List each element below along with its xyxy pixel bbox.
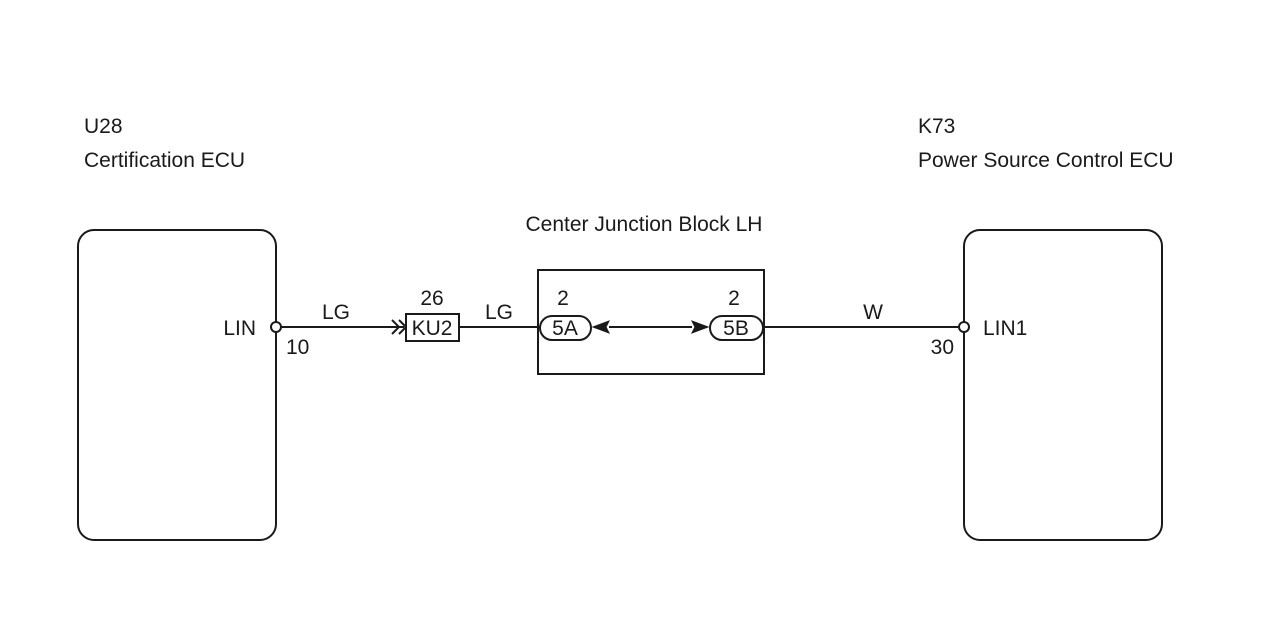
wire-color-3: W [863, 301, 883, 324]
connector-5b-label: 5B [723, 317, 749, 340]
left-component-name: Certification ECU [84, 149, 245, 172]
right-component-name: Power Source Control ECU [918, 149, 1174, 172]
left-pin-number: 10 [286, 336, 309, 359]
wire-color-1: LG [322, 301, 350, 324]
left-ecu-box [77, 229, 277, 541]
connector-5a [539, 315, 592, 341]
inline-connector-box [405, 313, 460, 342]
connector-5b-pin: 2 [728, 287, 740, 310]
right-ecu-box [963, 229, 1163, 541]
right-pin-terminal [958, 321, 970, 333]
inline-connector-name: KU2 [412, 317, 453, 340]
inline-connector-pin: 26 [420, 287, 443, 310]
right-pin-number: 30 [931, 336, 954, 359]
connector-5a-pin: 2 [557, 287, 569, 310]
junction-block-box [537, 269, 765, 375]
junction-block-title: Center Junction Block LH [526, 213, 763, 236]
wire-color-2: LG [485, 301, 513, 324]
left-pin-terminal [270, 321, 282, 333]
connector-5a-label: 5A [552, 317, 578, 340]
left-component-code: U28 [84, 115, 123, 138]
right-pin-name: LIN1 [983, 317, 1027, 340]
left-pin-name: LIN [223, 317, 256, 340]
female-terminal-icon [591, 320, 611, 334]
right-component-code: K73 [918, 115, 955, 138]
male-terminal-icon [690, 320, 710, 334]
